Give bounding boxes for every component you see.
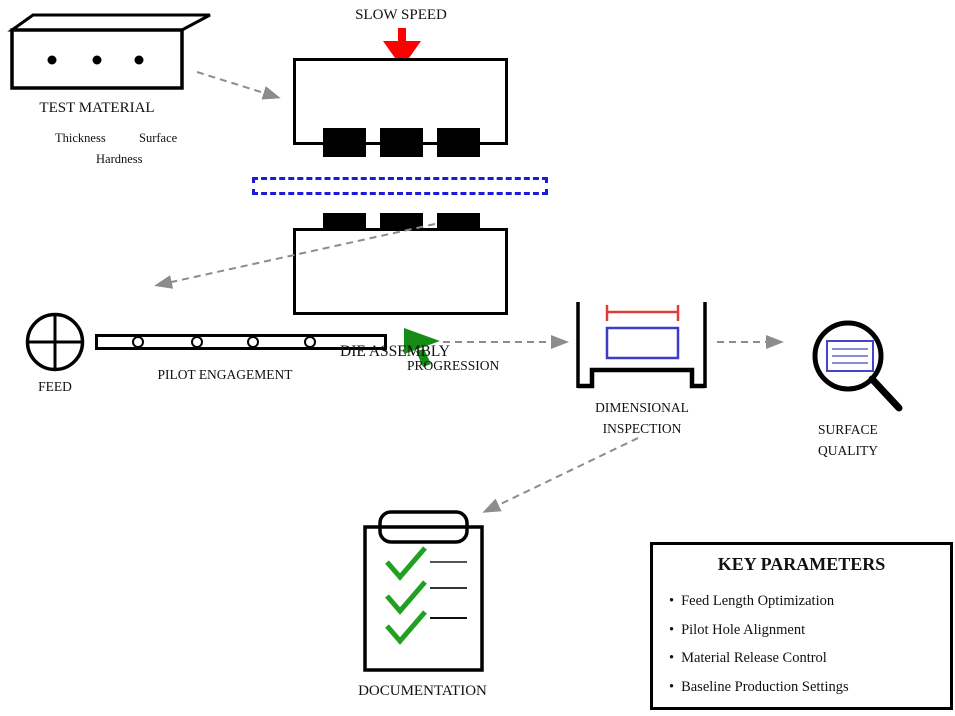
material-prop-hardness: Hardness xyxy=(96,152,143,166)
upper-die-punch-3 xyxy=(437,128,480,157)
key-parameter-text: Material Release Control xyxy=(681,650,827,666)
key-parameter-item: • Feed Length Optimization xyxy=(669,593,834,610)
arrow-inspection-to-documentation xyxy=(482,437,639,513)
key-parameters-title: KEY PARAMETERS xyxy=(717,554,886,574)
arrow-inspection-to-surface xyxy=(717,335,784,349)
arrow-progression-to-inspection xyxy=(443,335,569,349)
pilot-hole-3 xyxy=(247,336,259,348)
inspection-label-line2: INSPECTION xyxy=(602,421,682,436)
bullet-icon: • xyxy=(669,679,675,695)
material-strip-outline xyxy=(252,177,548,195)
surface-label-line1: SURFACE xyxy=(818,422,878,437)
die-assembly-label: DIE ASSEMBLY xyxy=(340,343,450,360)
key-parameters-panel: KEY PARAMETERS • Feed Length Optimization… xyxy=(650,542,953,710)
feed-label: FEED xyxy=(38,379,72,394)
key-parameter-item: • Baseline Production Settings xyxy=(669,679,849,696)
test-material-label: TEST MATERIAL xyxy=(39,100,155,116)
upper-die-punch-1 xyxy=(323,128,366,157)
surface-label-line2: QUALITY xyxy=(818,443,878,458)
progression-label: PROGRESSION xyxy=(407,358,500,373)
feed-icon xyxy=(25,312,85,372)
documentation-icon xyxy=(363,510,484,672)
bullet-icon: • xyxy=(669,593,675,609)
pilot-hole-1 xyxy=(132,336,144,348)
lower-die-body xyxy=(293,228,508,315)
material-prop-thickness: Thickness xyxy=(55,131,106,145)
arrow-material-to-die xyxy=(196,71,281,100)
surface-quality-icon xyxy=(812,320,903,412)
inspection-label-line1: DIMENSIONAL xyxy=(595,400,689,415)
key-parameter-item: • Pilot Hole Alignment xyxy=(669,622,805,639)
press-down-arrow-icon xyxy=(383,28,421,68)
key-parameter-text: Feed Length Optimization xyxy=(681,593,835,609)
pilot-hole-4 xyxy=(304,336,316,348)
upper-die-punch-2 xyxy=(380,128,423,157)
pilot-engagement-label: PILOT ENGAGEMENT xyxy=(157,367,293,382)
dimensional-inspection-icon xyxy=(576,302,707,389)
key-parameter-text: Pilot Hole Alignment xyxy=(681,622,806,638)
documentation-label: DOCUMENTATION xyxy=(358,683,487,699)
key-parameter-item: • Material Release Control xyxy=(669,650,827,667)
pilot-hole-2 xyxy=(191,336,203,348)
progression-arrow-icon xyxy=(404,328,440,367)
slow-speed-label: SLOW SPEED xyxy=(355,7,447,23)
test-material-icon xyxy=(7,13,211,90)
material-prop-surface: Surface xyxy=(139,131,178,145)
bullet-icon: • xyxy=(669,650,675,666)
key-parameter-text: Baseline Production Settings xyxy=(681,679,849,695)
bullet-icon: • xyxy=(669,622,675,638)
arrow-die-to-feed xyxy=(154,223,436,289)
